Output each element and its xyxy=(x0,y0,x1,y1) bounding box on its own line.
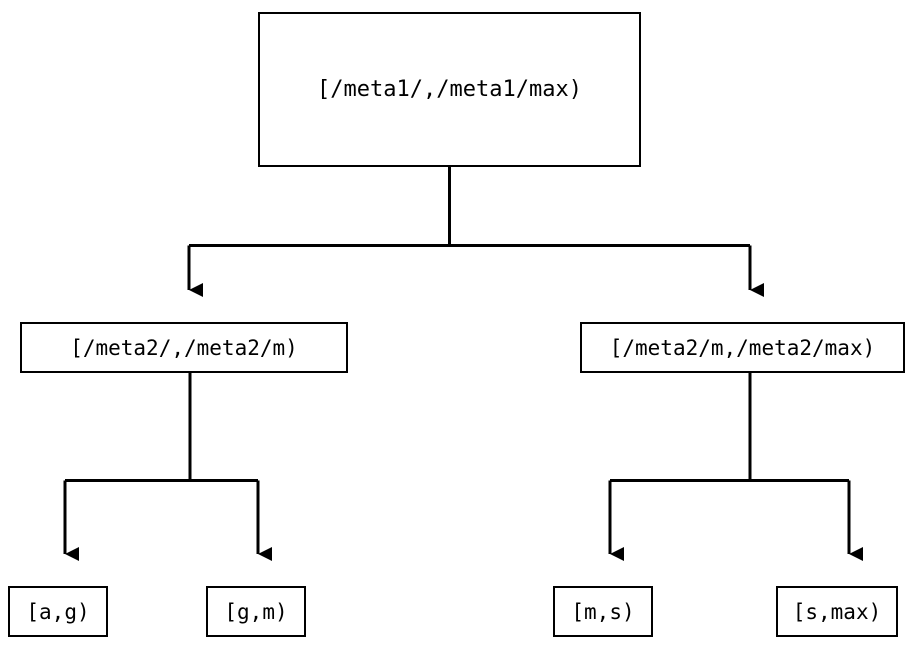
tree-node-leaf-smax-label: [s,max) xyxy=(792,599,882,624)
edge-left-branch-to-leaves xyxy=(63,373,272,561)
tree-node-leaf-ag-label: [a,g) xyxy=(26,599,90,624)
tree-node-left-branch[interactable]: [/meta2/,/meta2/m) xyxy=(20,322,348,373)
tree-node-right-branch[interactable]: [/meta2/m,/meta2/max) xyxy=(580,322,905,373)
edge-root-to-branches xyxy=(187,167,764,297)
tree-node-root[interactable]: [/meta1/,/meta1/max) xyxy=(258,12,641,167)
tree-node-right-branch-label: [/meta2/m,/meta2/max) xyxy=(609,335,876,360)
tree-node-leaf-gm[interactable]: [g,m) xyxy=(206,586,306,637)
tree-node-leaf-gm-label: [g,m) xyxy=(224,599,288,624)
tree-node-leaf-ms[interactable]: [m,s) xyxy=(553,586,653,637)
edge-right-branch-to-leaves xyxy=(608,373,863,561)
tree-node-left-branch-label: [/meta2/,/meta2/m) xyxy=(70,335,298,360)
tree-node-root-label: [/meta1/,/meta1/max) xyxy=(317,77,582,102)
tree-node-leaf-smax[interactable]: [s,max) xyxy=(776,586,898,637)
tree-node-leaf-ag[interactable]: [a,g) xyxy=(8,586,108,637)
tree-node-leaf-ms-label: [m,s) xyxy=(571,599,635,624)
